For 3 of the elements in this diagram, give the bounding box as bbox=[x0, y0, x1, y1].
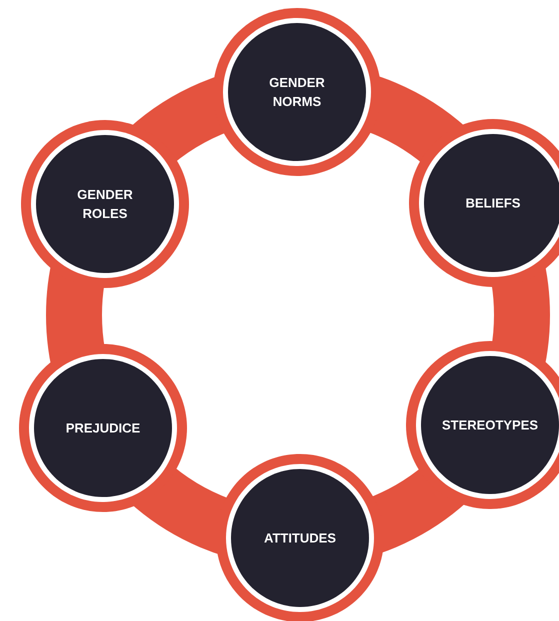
circle-node: GENDER NORMS bbox=[213, 8, 381, 176]
circle-node: GENDER ROLES bbox=[21, 120, 189, 288]
circle-node: PREJUDICE bbox=[19, 344, 187, 512]
